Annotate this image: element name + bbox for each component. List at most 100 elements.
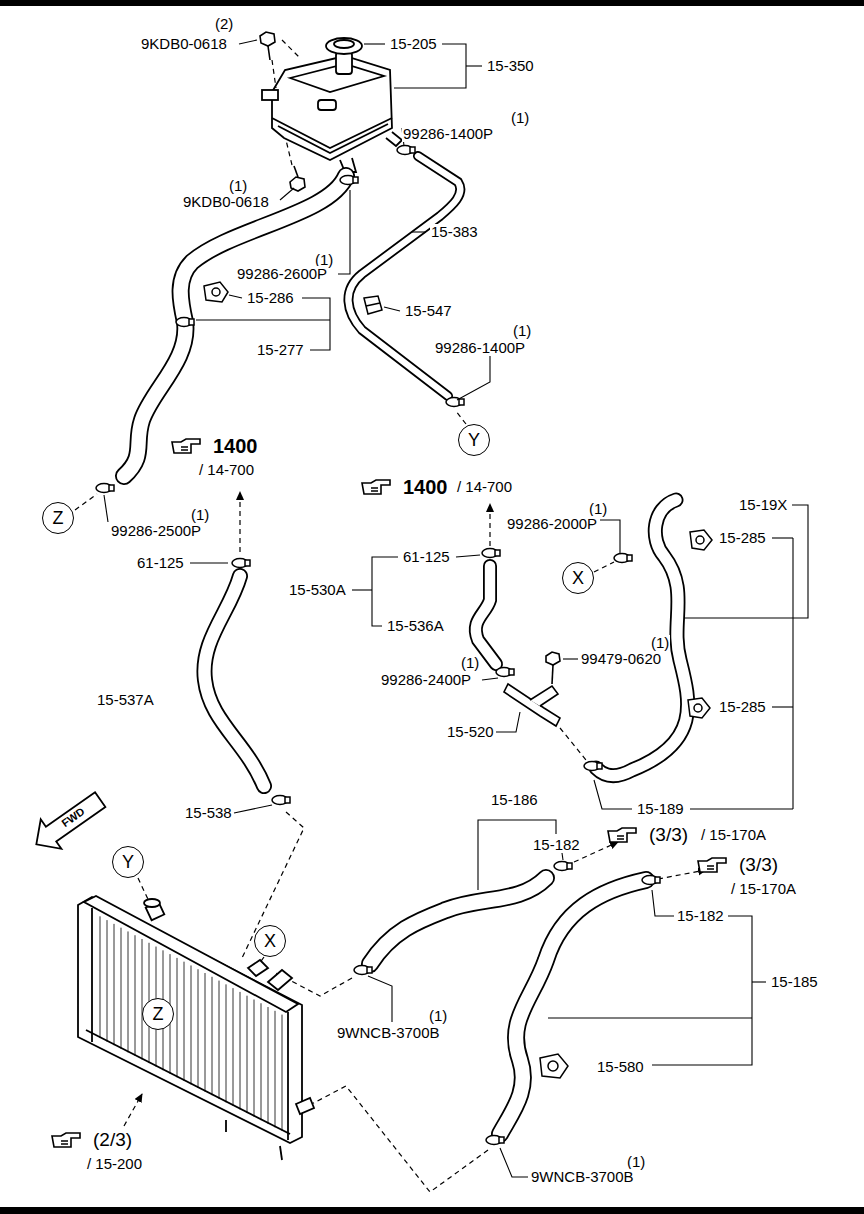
part-number: (1) (428, 1008, 448, 1024)
hose-clamp (627, 555, 632, 561)
part-number: 15-285 (718, 699, 767, 715)
hose-clip (694, 704, 702, 712)
radiator-core (107, 920, 108, 1042)
part-number: (1) (228, 178, 248, 194)
hose (500, 880, 646, 1134)
reference-hand-icon (52, 439, 726, 1147)
part-number: 99286-2400P (380, 672, 472, 688)
dashed-guide (658, 870, 706, 879)
hose (500, 880, 646, 1134)
bolt (268, 46, 270, 60)
radiator-core (135, 935, 136, 1056)
reservoir-tank (278, 124, 388, 153)
radiator (91, 908, 93, 1042)
reservoir-tank (272, 56, 392, 160)
hose-clamp (96, 146, 660, 1145)
part-number: 9WNCB-3700B (336, 1025, 441, 1041)
callout-letter: Y (122, 853, 134, 871)
part-number: 61-125 (402, 549, 451, 565)
reservoir-tank (336, 52, 352, 74)
callout-circle: Y (112, 846, 144, 878)
callout-letter: X (572, 569, 584, 587)
leader-line (352, 589, 372, 590)
hose (204, 576, 264, 786)
leader-line (562, 853, 563, 860)
leader-line (548, 1017, 752, 1018)
hose-clamp (285, 797, 290, 803)
leader-line (302, 298, 330, 350)
reservoir-tank (386, 132, 402, 146)
part-number: / 14-700 (456, 479, 513, 495)
pipe-fitting (504, 652, 560, 726)
hose-clamp (459, 399, 464, 405)
part-number: (1) (512, 323, 532, 339)
radiator-core (114, 924, 115, 1045)
part-number: 15-182 (532, 837, 581, 853)
radiator-core (226, 984, 227, 1102)
callout-circle: Z (142, 998, 174, 1030)
leader-line (690, 808, 793, 809)
leader-line (229, 295, 242, 298)
part-number: (2/3) (92, 1130, 133, 1150)
hose (124, 176, 346, 476)
hose-clip (540, 1054, 568, 1078)
part-number: 99479-0620 (580, 651, 662, 667)
leader-line (234, 805, 272, 813)
part-number: / 15-170A (730, 881, 797, 897)
hose-clip (212, 288, 220, 296)
pipe-fitting (552, 665, 553, 684)
radiator (78, 897, 302, 1143)
hose-clamp (495, 550, 500, 556)
radiator-core (233, 988, 234, 1106)
part-number: 15-580 (596, 1059, 645, 1075)
part-number: 15-277 (256, 342, 305, 358)
part-number: 15-538 (184, 805, 233, 821)
radiator-core (219, 981, 220, 1099)
hose (124, 156, 688, 1134)
dashed-guide (239, 492, 240, 552)
radiator-core (254, 999, 255, 1116)
hose-clip (688, 698, 710, 718)
leader-line (104, 495, 108, 522)
leader-line (600, 520, 620, 553)
leader-line (368, 976, 392, 1022)
radiator (225, 1120, 227, 1132)
leader-line (466, 65, 482, 66)
part-number: 15-547 (404, 303, 453, 319)
frame-bar (0, 0, 864, 6)
part-number: / 15-170A (700, 827, 767, 843)
dashed-guide (75, 40, 706, 1192)
radiator-core (128, 931, 129, 1052)
radiator (268, 970, 292, 990)
hose (476, 566, 496, 664)
part-number: 15-537A (96, 692, 155, 708)
reference-hand-icon (172, 439, 200, 453)
hose-clip (204, 282, 228, 302)
hose (124, 176, 346, 476)
forward-arrow (26, 785, 111, 859)
reference-hand-icon (52, 1133, 80, 1147)
radiator (248, 960, 268, 976)
part-number: 15-536A (386, 618, 445, 634)
hose-clip (548, 1061, 558, 1071)
leader-line (412, 231, 426, 232)
hose (596, 500, 688, 776)
hose-clamp (597, 763, 602, 769)
hose-clip (364, 296, 382, 314)
hose-clamp (509, 669, 514, 675)
hose-clamp (367, 967, 372, 973)
leader-line (196, 319, 330, 320)
callout-circle: X (562, 562, 594, 594)
part-number: 15-185 (770, 974, 819, 990)
radiator-core (177, 958, 178, 1077)
part-number: (1) (190, 507, 210, 523)
radiator-core (261, 1003, 262, 1120)
leader-line (457, 356, 490, 400)
part-number: 15-189 (636, 801, 685, 817)
bolt (260, 32, 305, 191)
radiator-core (205, 973, 206, 1092)
leader-line (372, 557, 398, 626)
dashed-guide (75, 494, 97, 510)
hose-clamp (499, 1137, 504, 1143)
dashed-guide (489, 504, 490, 546)
